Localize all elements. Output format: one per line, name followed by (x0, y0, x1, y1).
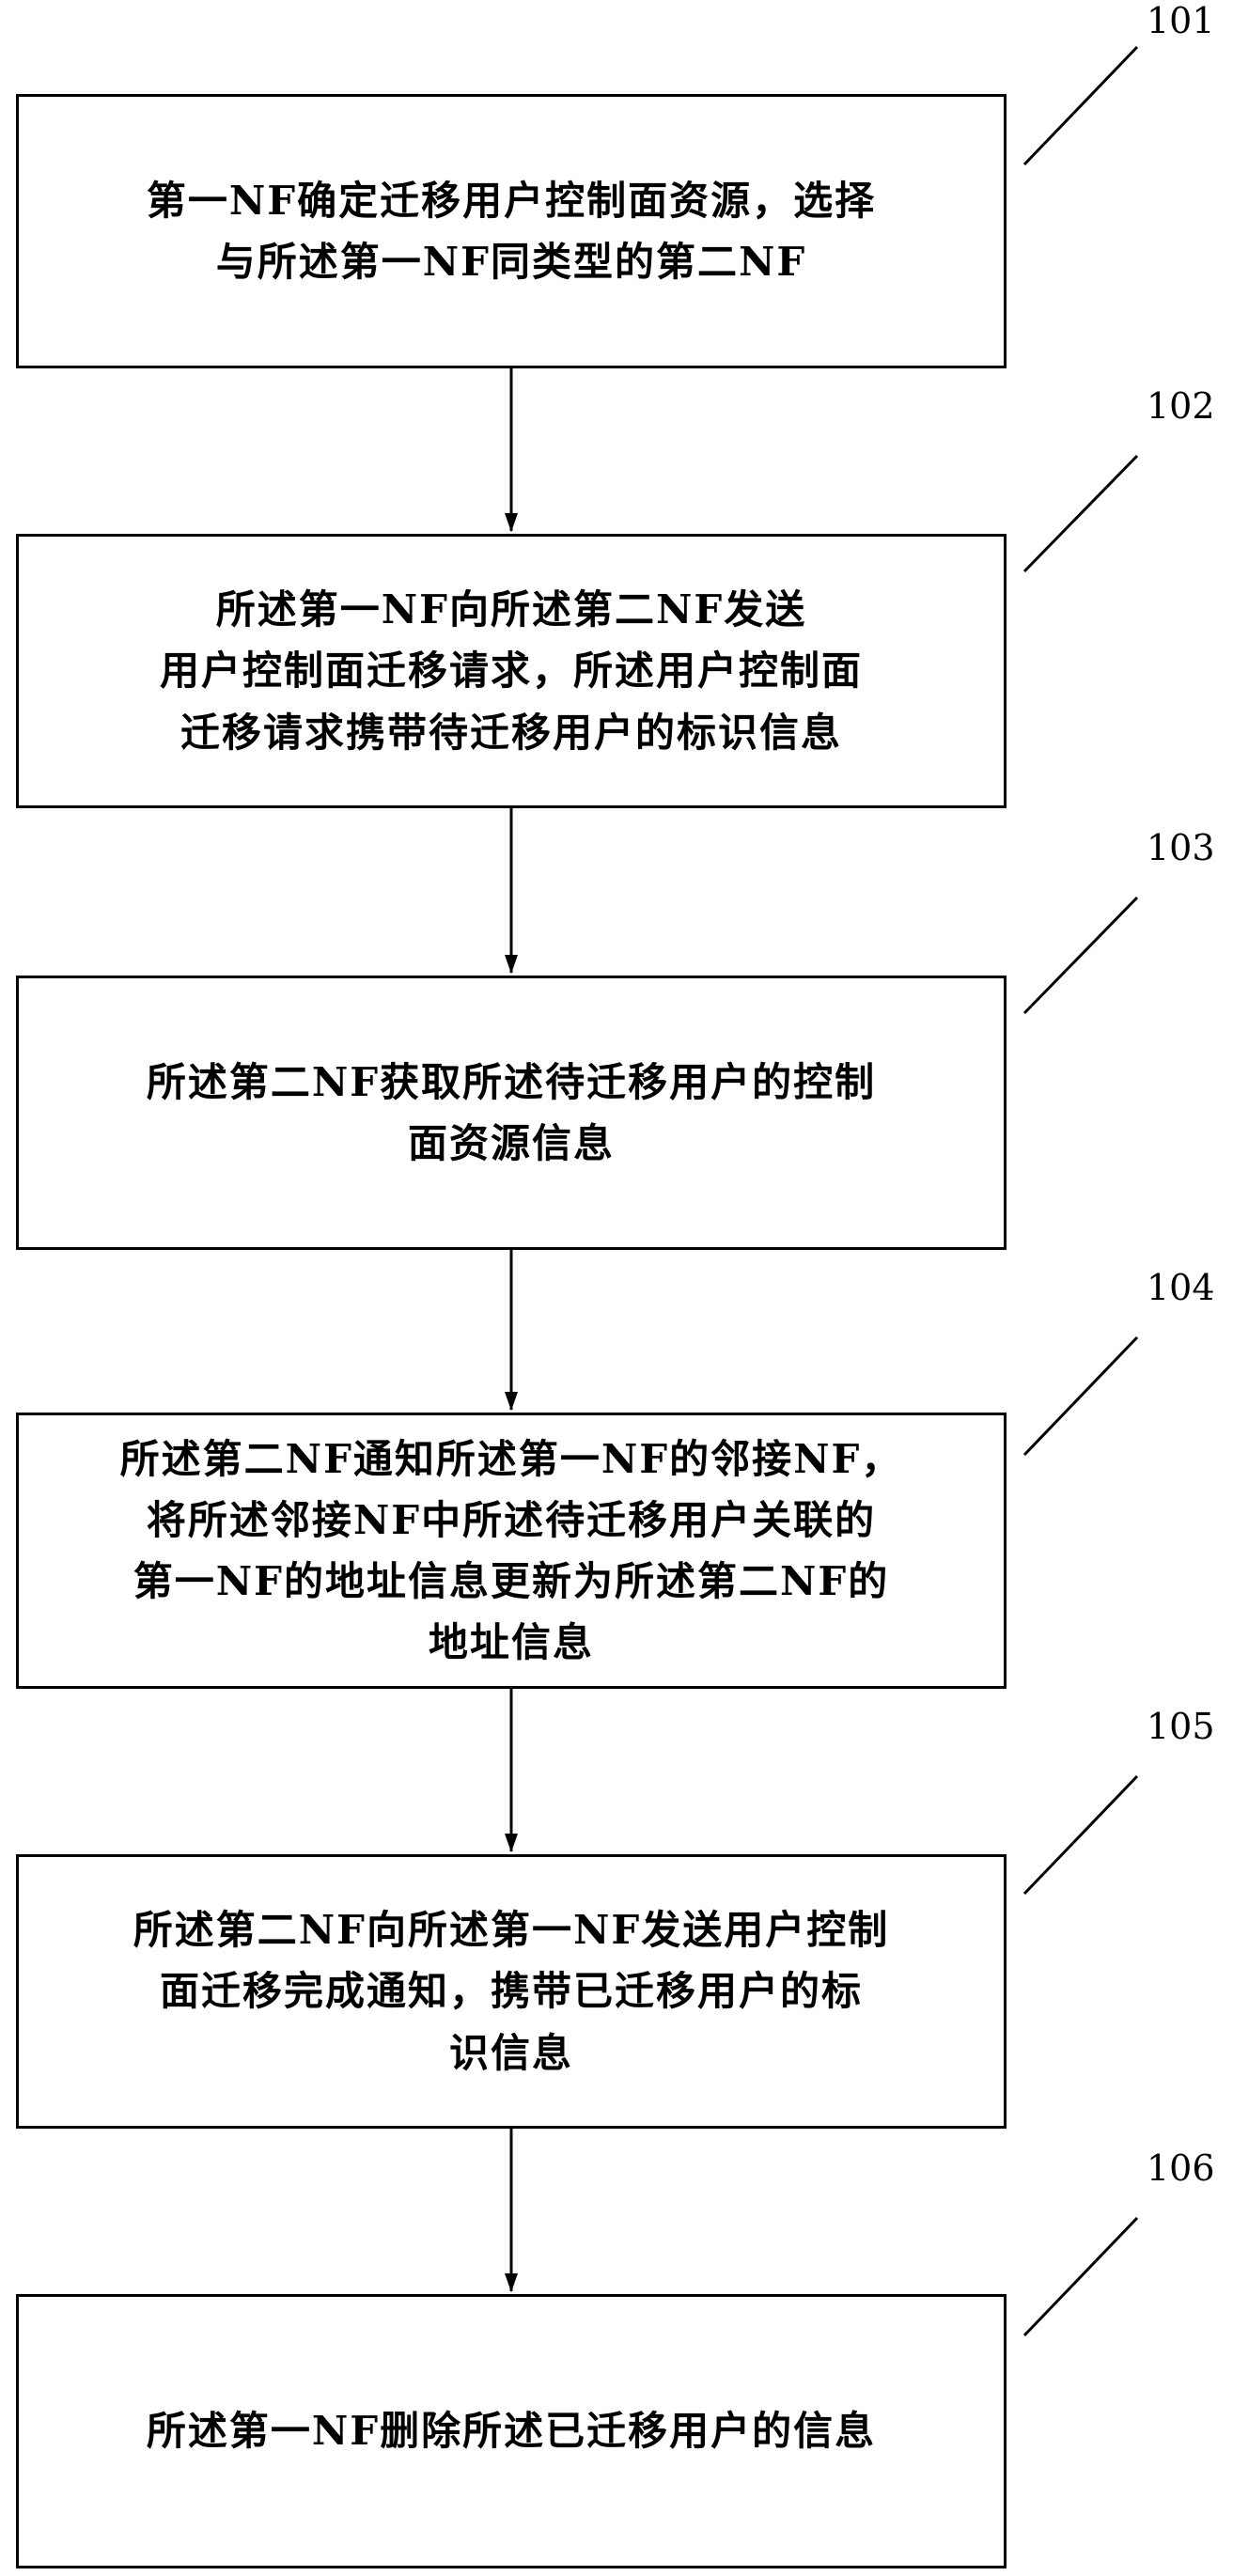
leader-105 (1022, 1774, 1139, 1896)
leader-103 (1022, 896, 1139, 1015)
step-text-103: 所述第二NF获取所述待迁移用户的控制 面资源信息 (146, 1058, 877, 1166)
step-number-105: 105 (1147, 1706, 1215, 1747)
step-text-105: 所述第二NF向所述第一NF发送用户控制 面迁移完成通知，携带已迁移用户的标 识信… (133, 1907, 890, 2076)
leader-104 (1022, 1335, 1139, 1457)
leader-101 (1022, 45, 1139, 166)
step-number-102: 102 (1147, 385, 1215, 427)
step-box-104: 所述第二NF通知所述第一NF的邻接NF， 将所述邻接NF中所述待迁移用户关联的 … (16, 1413, 1007, 1689)
step-number-106: 106 (1147, 2147, 1215, 2189)
step-number-103: 103 (1147, 827, 1215, 868)
step-text-104: 所述第二NF通知所述第一NF的邻接NF， 将所述邻接NF中所述待迁移用户关联的 … (119, 1435, 903, 1666)
leader-106 (1022, 2216, 1139, 2337)
step-box-105: 所述第二NF向所述第一NF发送用户控制 面迁移完成通知，携带已迁移用户的标 识信… (16, 1854, 1007, 2129)
step-number-104: 104 (1147, 1267, 1215, 1308)
step-text-102: 所述第一NF向所述第二NF发送 用户控制面迁移请求，所述用户控制面 迁移请求携带… (159, 586, 863, 756)
step-box-103: 所述第二NF获取所述待迁移用户的控制 面资源信息 (16, 976, 1007, 1250)
step-box-102: 所述第一NF向所述第二NF发送 用户控制面迁移请求，所述用户控制面 迁移请求携带… (16, 534, 1007, 808)
step-box-101: 第一NF确定迁移用户控制面资源，选择 与所述第一NF同类型的第二NF (16, 94, 1007, 368)
label-leaders (1022, 45, 1139, 2337)
step-text-106: 所述第一NF删除所述已迁移用户的信息 (146, 2408, 877, 2455)
leader-102 (1022, 454, 1139, 573)
step-number-101: 101 (1147, 0, 1215, 41)
step-box-106: 所述第一NF删除所述已迁移用户的信息 (16, 2294, 1007, 2568)
step-text-101: 第一NF确定迁移用户控制面资源，选择 与所述第一NF同类型的第二NF (146, 177, 877, 285)
